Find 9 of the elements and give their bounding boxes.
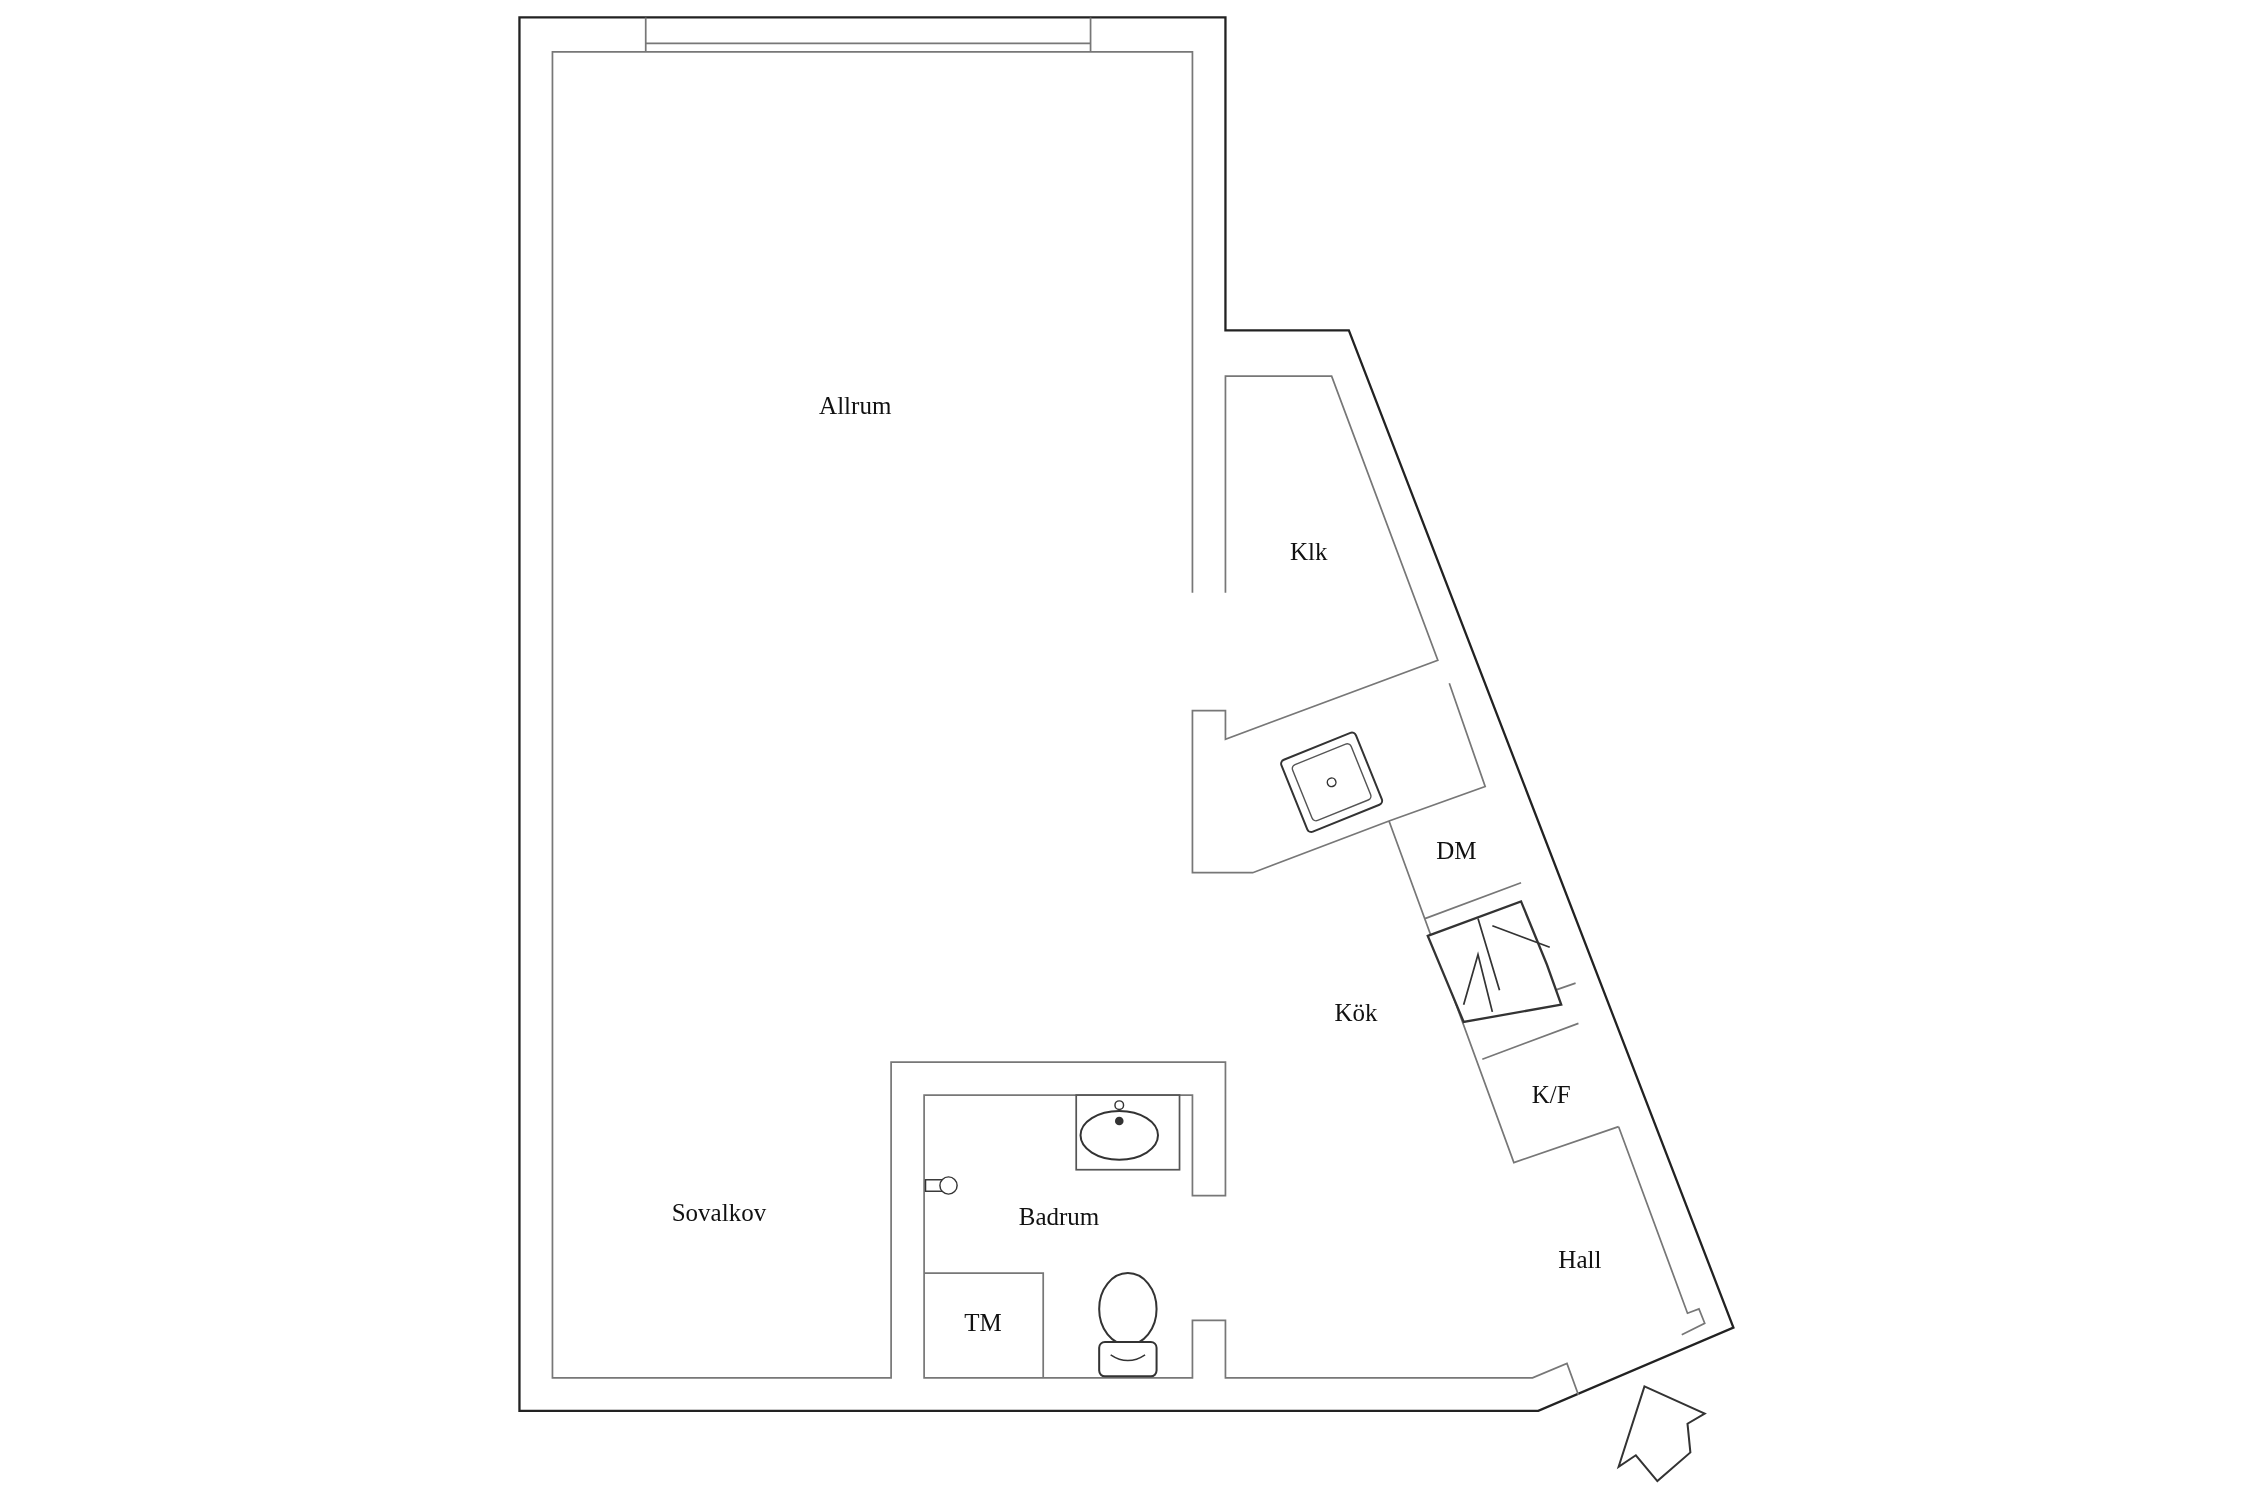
room-label: Allrum <box>819 392 892 421</box>
room-label: Hall <box>1558 1245 1602 1274</box>
room-label: Badrum <box>1018 1202 1100 1231</box>
room-label: TM <box>964 1309 1002 1337</box>
room-label: DM <box>1436 836 1477 865</box>
room-label: Sovalkov <box>671 1198 767 1227</box>
room-label: Kök <box>1334 999 1378 1028</box>
room-label: Klk <box>1289 538 1328 567</box>
room-label: K/F <box>1531 1080 1571 1109</box>
